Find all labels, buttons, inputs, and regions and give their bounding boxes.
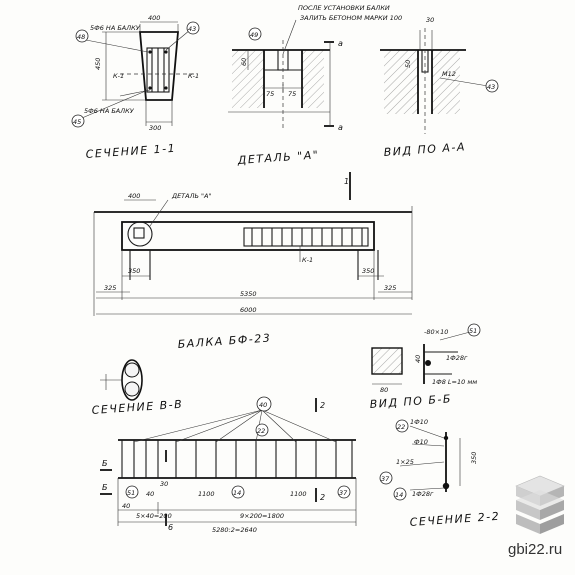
sec11-cut-left: К-1 — [113, 72, 124, 80]
frame-dim-30: 30 — [160, 480, 168, 488]
frame-callout-37: 37 — [339, 489, 348, 497]
frame-dim-total: 5280:2=2640 — [212, 526, 257, 534]
frame-dim-spacing-mid: 9×200=1800 — [240, 512, 284, 520]
detail-a-dim-60: 60 — [240, 58, 248, 66]
frame-callout-14a-circle — [231, 485, 245, 499]
view-aa-bolt: М12 — [442, 70, 456, 78]
view-bb-rod: 1Ф28г — [446, 354, 468, 362]
frame-callout-22: 22 — [257, 427, 265, 435]
callout-48-circle — [75, 29, 89, 43]
sec22-callout-22-circle — [395, 419, 409, 433]
sec11-dim-height: 450 — [94, 58, 102, 70]
frame-mark-b2: Б — [102, 483, 108, 492]
frame-dim-1100a: 1100 — [198, 490, 215, 498]
frame-dim-1100b: 1100 — [290, 490, 307, 498]
watermark-brand: gbi22.ru — [508, 541, 562, 558]
title-view-b-b: ВИД ПО Б-Б — [369, 392, 452, 411]
detail-a-dim-75a: 75 — [266, 90, 274, 98]
frame-mark-2b: 2 — [320, 493, 325, 502]
section-v-v-drawing — [100, 359, 143, 401]
frame-callout-22-circle — [255, 423, 269, 437]
detail-a-note-1: ПОСЛЕ УСТАНОВКИ БАЛКИ — [298, 4, 390, 12]
title-beam: БАЛКА БФ-23 — [177, 331, 271, 351]
detail-a-dim-75b: 75 — [288, 90, 296, 98]
beam-dim-350-left: 350 — [128, 267, 140, 275]
frame-dim-40b: 40 — [122, 502, 130, 510]
frame-callout-40-circle — [256, 396, 272, 412]
callout-43: 43 — [188, 25, 196, 33]
view-a-a-drawing — [380, 28, 489, 134]
sec22-rod-bottom: 1Ф28г — [412, 490, 434, 498]
beam-dim-350-right: 350 — [362, 267, 374, 275]
frame-drawing — [100, 398, 357, 526]
frame-mark-6: 6 — [168, 523, 173, 532]
title-view-a-a: ВИД ПО А-А — [383, 140, 466, 159]
sec22-rod-bar: 1×25 — [396, 458, 414, 466]
sec11-cut-right: К-1 — [188, 72, 199, 80]
beam-dim-325-right: 325 — [384, 284, 396, 292]
sec22-callout-14: 14 — [395, 491, 403, 499]
title-section-1-1: СЕЧЕНИЕ 1-1 — [85, 142, 176, 161]
view-bb-callout-circle — [467, 323, 481, 337]
callout-48: 48 — [77, 33, 85, 41]
frame-dim-spacing-left: 5×40=200 — [136, 512, 172, 520]
beam-dim-6000: 6000 — [240, 306, 257, 314]
view-aa-dim-50: 50 — [404, 60, 412, 68]
frame-mark-b1: Б — [102, 459, 108, 468]
beam-elevation-drawing — [93, 172, 413, 316]
sec11-dim-top: 400 — [148, 14, 160, 22]
view-bb-dim-80: 80 — [380, 386, 388, 394]
callout-45-circle — [71, 114, 85, 128]
callout-43-circle — [186, 21, 200, 35]
beam-frame-label: К-1 — [302, 256, 313, 264]
beam-dim-5350: 5350 — [240, 290, 257, 298]
frame-dim-40a: 40 — [146, 490, 154, 498]
view-aa-dim-30: 30 — [426, 16, 434, 24]
sec22-callout-37-circle — [379, 471, 393, 485]
title-section-2-2: СЕЧЕНИЕ 2-2 — [409, 510, 500, 529]
beam-section-mark: 1 — [344, 177, 349, 186]
beam-stirrups — [251, 228, 363, 246]
title-section-v-v: СЕЧЕНИЕ В-В — [91, 398, 183, 417]
callout-45: 45 — [73, 118, 81, 126]
view-bb-dim-40: 40 — [414, 355, 422, 363]
title-detail-a: ДЕТАЛЬ "А" — [236, 148, 319, 167]
view-bb-weld: 1Ф8 L=10 мм — [432, 378, 477, 386]
gbi22-logo-icon — [515, 475, 565, 534]
frame-mark-2a: 2 — [320, 401, 325, 410]
frame-callout-37-circle — [337, 485, 351, 499]
beam-detail-ref: ДЕТАЛЬ "А" — [171, 192, 211, 200]
detail-a-drawing — [228, 19, 334, 130]
frame-callout-40: 40 — [259, 401, 267, 409]
detail-a-cut-bottom: а — [338, 123, 343, 132]
frame-callout-51: 51 — [127, 489, 135, 497]
sec22-rod-mid: Ф10 — [414, 438, 428, 446]
frame-stirrups — [121, 440, 353, 478]
sec22-dim-350: 350 — [470, 452, 478, 464]
sec22-callout-37: 37 — [381, 475, 390, 483]
beam-dim-325-left: 325 — [104, 284, 116, 292]
detail-a-cut-top: а — [338, 39, 343, 48]
frame-callout-51-circle — [125, 485, 139, 499]
sec11-dim-bottom: 300 — [149, 124, 161, 132]
sec22-rod-top: 1Ф10 — [410, 418, 428, 426]
view-bb-plate: -80×10 — [424, 328, 448, 336]
beam-dim-400: 400 — [128, 192, 140, 200]
section-2-2-drawing — [399, 425, 461, 492]
callout-49-circle — [248, 27, 262, 41]
section-1-1-drawing — [81, 21, 196, 126]
sec11-note-top: 5Ф6 НА БАЛКУ — [90, 24, 141, 32]
detail-a-note-2: ЗАЛИТЬ БЕТОНОМ МАРКИ 100 — [300, 14, 402, 22]
callout-49: 49 — [250, 31, 258, 39]
view-b-b-drawing — [371, 331, 471, 385]
sec22-callout-14-circle — [393, 487, 407, 501]
frame-callout-14a: 14 — [233, 489, 241, 497]
callout-43b-circle — [485, 79, 499, 93]
view-aa-callout-43: 43 — [487, 83, 495, 91]
sec22-callout-22: 22 — [397, 423, 405, 431]
sec11-note-bottom: 5Ф6 НА БАЛКУ — [84, 107, 135, 115]
view-bb-callout-51: 51 — [469, 327, 477, 335]
